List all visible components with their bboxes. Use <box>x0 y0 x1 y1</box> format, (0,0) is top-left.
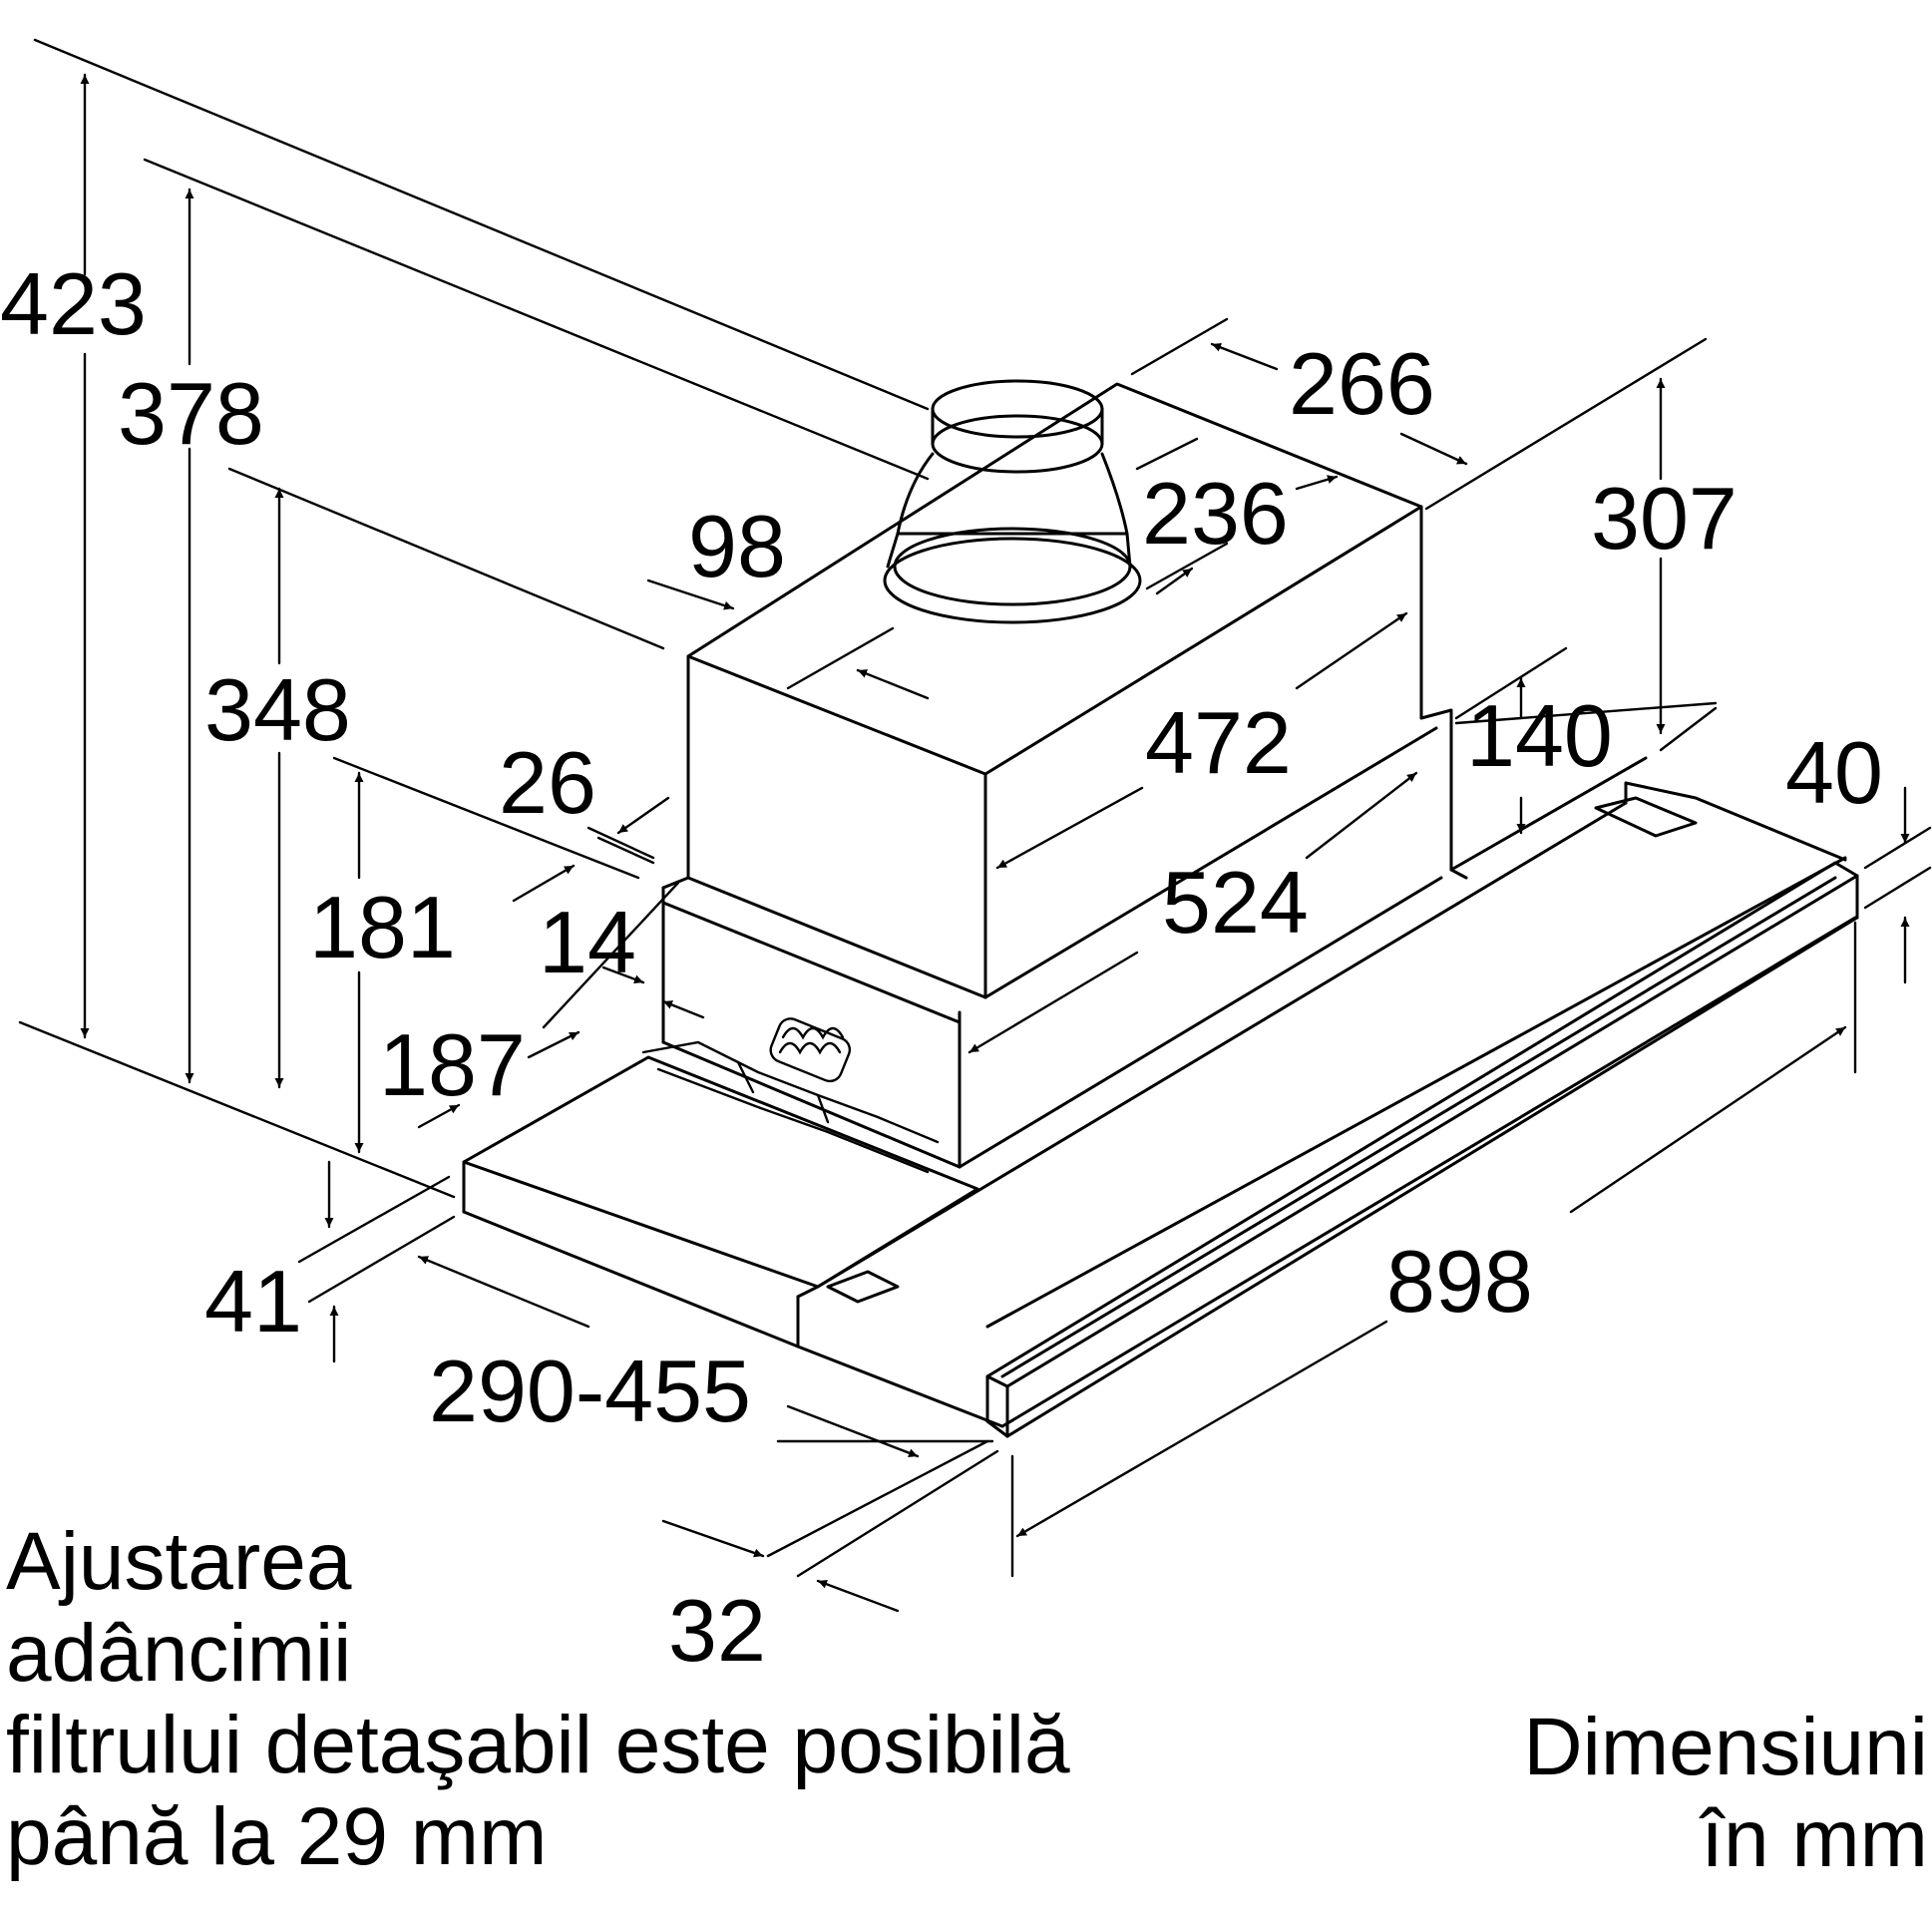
dimension-arrows <box>80 73 1910 1613</box>
dim-378: 378 <box>118 364 264 463</box>
dim-423: 423 <box>0 254 147 353</box>
dim-98: 98 <box>688 497 786 595</box>
dim-348: 348 <box>204 660 351 759</box>
dim-307: 307 <box>1591 469 1738 568</box>
dim-472: 472 <box>1145 693 1292 792</box>
dim-187: 187 <box>379 1015 526 1114</box>
dim-290-455: 290-455 <box>429 1342 751 1440</box>
note-line: până la 29 mm <box>6 1791 548 1882</box>
dim-26: 26 <box>499 733 596 832</box>
dim-41: 41 <box>204 1252 302 1351</box>
dim-236: 236 <box>1142 464 1289 563</box>
extension-lines <box>18 38 1932 1578</box>
note-line: filtrului detaşabil este posibilă <box>6 1700 1070 1790</box>
dim-140: 140 <box>1466 686 1613 785</box>
depth-adjustment-note: Ajustarea adâncimii filtrului detaşabil … <box>6 1516 1070 1883</box>
dim-266: 266 <box>1289 334 1435 433</box>
units-note: Dimensiuni în mm <box>1523 1702 1928 1885</box>
units-line: Dimensiuni <box>1523 1702 1928 1792</box>
note-line: Ajustarea <box>6 1516 352 1607</box>
dim-32: 32 <box>668 1581 766 1680</box>
dimension-labels: 423 378 348 181 41 290-455 32 898 40 140… <box>0 254 1883 1680</box>
dim-898: 898 <box>1386 1232 1533 1331</box>
dim-181: 181 <box>309 878 456 976</box>
dim-40: 40 <box>1785 723 1883 822</box>
dim-524: 524 <box>1162 853 1309 952</box>
dim-14: 14 <box>539 893 636 991</box>
units-line: în mm <box>1701 1793 1928 1884</box>
note-line: adâncimii <box>6 1608 352 1699</box>
hood-outline <box>462 379 1859 1438</box>
